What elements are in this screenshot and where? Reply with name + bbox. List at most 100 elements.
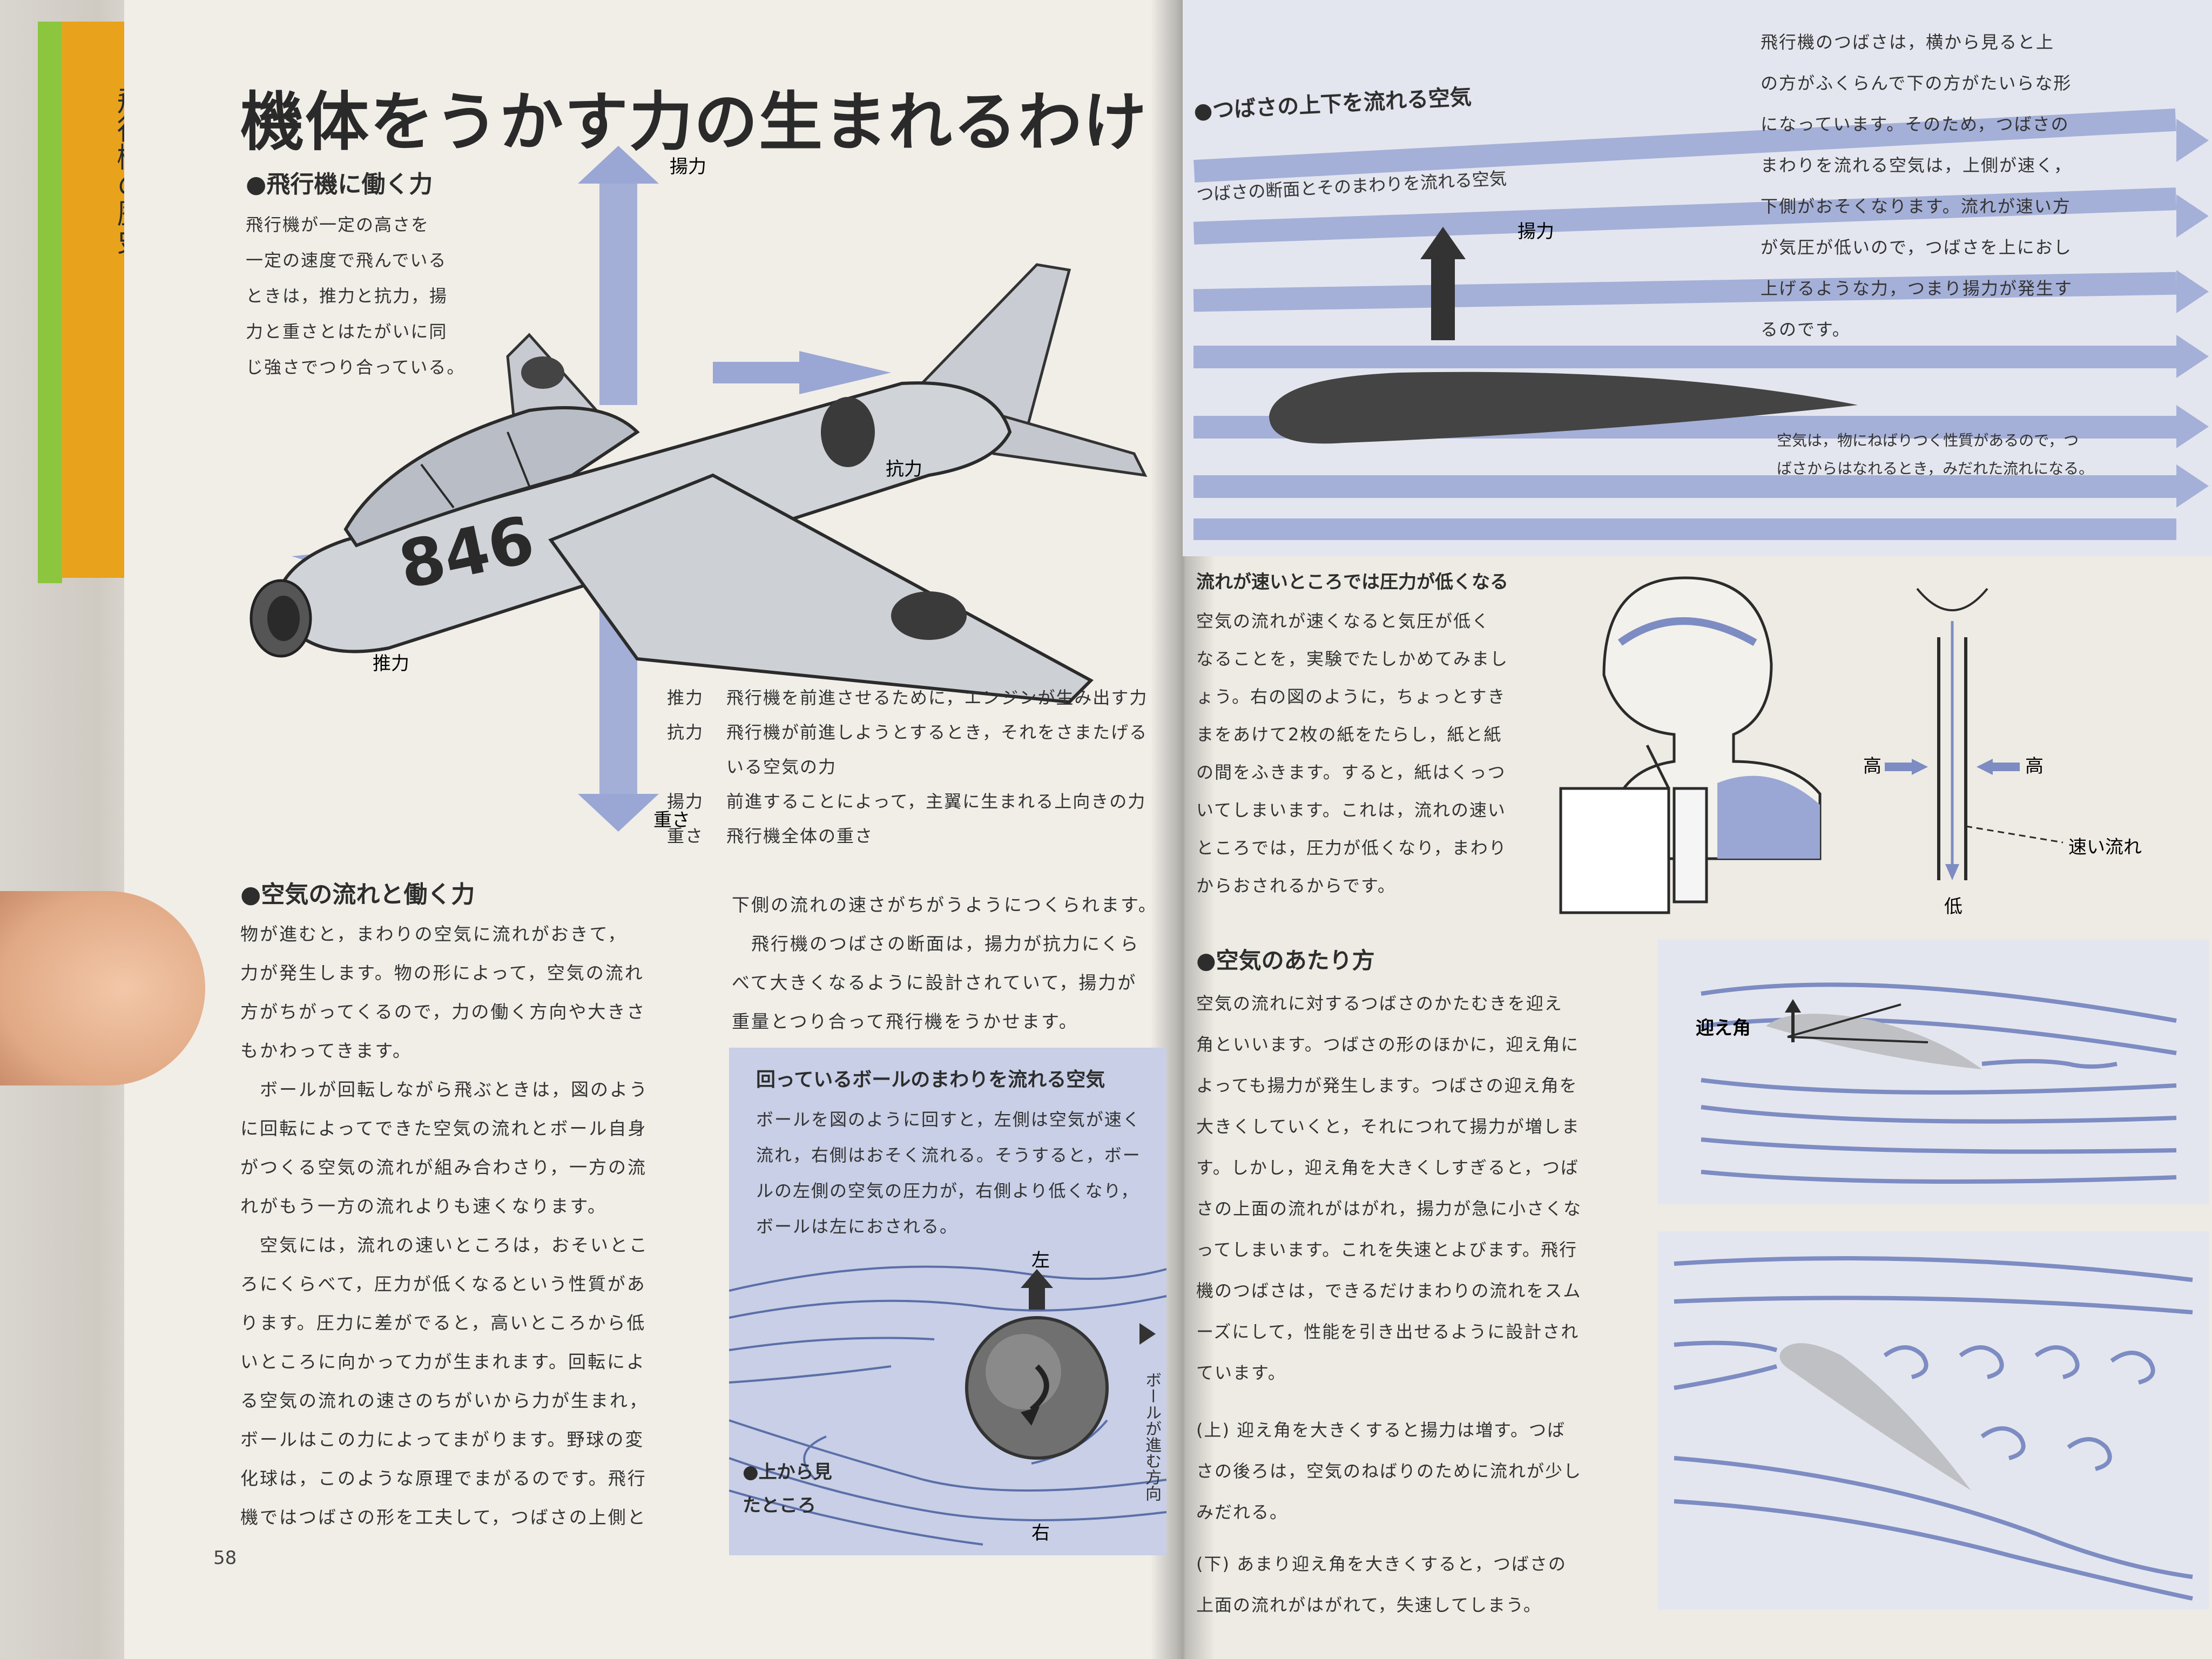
- angle-upper-diagram: 迎え角: [1696, 982, 2177, 1184]
- pressure-heading: 流れが速いところでは圧力が低くなる: [1196, 571, 1508, 593]
- forces-section: ●飛行機に働く力 飛行機が一定の高さを 一定の速度で飛んでいる ときは，推力と抗…: [246, 165, 494, 385]
- angle-lower-box: [1658, 1231, 2209, 1609]
- text-line: (下) あまり迎え角を大きくすると，つばさの: [1196, 1554, 1567, 1574]
- text-line: 機ではつばさの形を工夫して，つばさの上側と: [240, 1507, 647, 1528]
- text-line: ています。: [1196, 1363, 1286, 1383]
- text-line: に回転によってできた空気の流れとボール自身: [240, 1118, 648, 1139]
- label-thrust: 推力: [373, 653, 409, 675]
- text-line: いところに向かって力が生まれます。回転によ: [240, 1351, 646, 1372]
- text-line: 上げるような力，つまり揚力が発生す: [1761, 278, 2073, 299]
- ball-box-text: ボールを図のように回すと，左側は空気が速く 流れ，右側はおそく流れる。そうすると…: [756, 1102, 1156, 1244]
- text-line: ボールは左におされる。: [756, 1216, 959, 1237]
- text-line: 空気には，流れの速いところは，おそいとこ: [240, 1235, 649, 1256]
- angle-label: 迎え角: [1696, 1017, 1751, 1039]
- text-line: 化球は，このような原理でまがるのです。飛行: [240, 1468, 647, 1489]
- legend-row: いる空気の力: [726, 757, 837, 777]
- text-line: からおされるからです。: [1196, 875, 1396, 896]
- text-line: 下側の流れの速さがちがうようにつくられます。: [732, 894, 1158, 915]
- legend-row: 抗力飛行機が前進しようとするとき，それをさまたげる: [667, 722, 1148, 743]
- label-high-left: 高: [1863, 756, 1881, 777]
- text-line: みだれる。: [1196, 1502, 1289, 1522]
- text-line: よっても揚力が発生します。つばさの迎え角を: [1196, 1075, 1578, 1096]
- text-line: ボールはこの力によってまがります。野球の変: [240, 1429, 645, 1450]
- text-line: 空気の流れが速くなると気圧が低く: [1196, 611, 1491, 631]
- forces-line: 一定の速度で飛んでいる: [246, 250, 447, 271]
- text-line: ります。圧力に差がでると，高いところから低: [240, 1312, 646, 1333]
- text-line: 機のつばさは，できるだけまわりの流れをスム: [1196, 1280, 1582, 1301]
- text-line: ってしまいます。これを失速とよびます。飛行: [1196, 1239, 1578, 1260]
- forces-line: じ強さでつり合っている。: [246, 357, 466, 377]
- forces-line: ときは，推力と抗力，揚: [246, 286, 448, 306]
- legend-row: 重さ飛行機全体の重さ: [667, 826, 874, 846]
- airplane-illustration: 846 揚力 抗力 推力 重さ: [249, 146, 1148, 832]
- text-line: ーズにして，性能を引き出せるように設計され: [1196, 1321, 1580, 1342]
- forces-text: 飛行機が一定の高さを 一定の速度で飛んでいる ときは，推力と抗力，揚 力と重さと…: [246, 207, 494, 385]
- airflow-col2: 下側の流れの速さがちがうようにつくられます。 飛行機のつばさの断面は，揚力が抗力…: [732, 886, 1164, 1041]
- label-low: 低: [1944, 896, 1963, 918]
- angle-heading: ●空気のあたり方: [1196, 947, 1375, 974]
- label-lift: 揚力: [670, 156, 706, 178]
- label-fast-flow: 速い流れ: [2068, 837, 2142, 858]
- text-line: 角といいます。つばさの形のほかに，迎え角に: [1196, 1034, 1580, 1055]
- wing-note: 空気は，物にねばりつく性質があるので，つ ばさからはなれるとき，みだれた流れにな…: [1777, 427, 2198, 483]
- angle-lower-diagram: [1674, 1256, 2193, 1601]
- text-line: 空気は，物にねばりつく性質があるので，つ: [1777, 431, 2079, 449]
- text-line: がつくる空気の流れが組み合わさり，一方の流: [240, 1157, 648, 1178]
- text-line: 流れ，右側はおそく流れる。そうすると，ボー: [756, 1145, 1141, 1165]
- paper-experiment-illustration: 高 高 低 速い流れ: [1559, 576, 2142, 918]
- text-line: 飛行機のつばさの断面は，揚力が抗力にくら: [732, 933, 1140, 954]
- pressure-section: 流れが速いところでは圧力が低くなる 空気の流れが速くなると気圧が低く なることを…: [1196, 567, 1585, 905]
- upper-caption: (上) 迎え角を大きくすると揚力は増す。つば さの後ろは，空気のねばりのために流…: [1196, 1410, 1644, 1533]
- text-line: 方がちがってくるので，力の働く方向や大きさ: [240, 1001, 646, 1022]
- ball-caption: ●上から見たところ: [743, 1461, 832, 1516]
- text-line: まわりを流れる空気は，上側が速く，: [1761, 155, 2073, 176]
- lower-caption: (下) あまり迎え角を大きくすると，つばさの 上面の流れがはがれて，失速してしま…: [1196, 1543, 1644, 1626]
- ball-label-right: 右: [1031, 1522, 1050, 1544]
- forces-heading: ●飛行機に働く力: [246, 171, 433, 198]
- wing-intro: 飛行機のつばさは，横から見ると上 の方がふくらんで下の方がたいらな形 になってい…: [1761, 22, 2198, 350]
- text-line: さの上面の流れがはがれ，揚力が急に小さくな: [1196, 1198, 1582, 1219]
- text-line: 重量とつり合って飛行機をうかせます。: [732, 1011, 1078, 1032]
- text-line: ろにくらべて，圧力が低くなるという性質があ: [240, 1273, 646, 1294]
- page-title: 機体をうかす力の生まれるわけ: [240, 85, 1148, 159]
- text-line: 飛行機のつばさは，横から見ると上: [1761, 32, 2055, 52]
- legend-row: 推力飛行機を前進させるために，エンジンが生み出す力: [667, 687, 1148, 708]
- text-line: になっています。そのため，つばさの: [1761, 114, 2069, 134]
- angle-text: 空気の流れに対するつばさのかたむきを迎え 角といいます。つばさの形のほかに，迎え…: [1196, 983, 1644, 1393]
- force-legend: 推力飛行機を前進させるために，エンジンが生み出す力 抗力飛行機が前進しようとする…: [667, 680, 1164, 853]
- text-line: (上) 迎え角を大きくすると揚力は増す。つば: [1196, 1420, 1566, 1440]
- forces-line: 力と重さとはたがいに同: [246, 321, 448, 342]
- text-line: ルの左側の空気の圧力が，右側より低くなり，: [756, 1181, 1139, 1201]
- forces-line: 飛行機が一定の高さを: [246, 214, 430, 235]
- text-line: ボールが回転しながら飛ぶときは，図のよう: [240, 1079, 649, 1100]
- wing-label-lift: 揚力: [1518, 221, 1554, 242]
- ball-label-left: 左: [1031, 1250, 1050, 1271]
- text-line: が気圧が低いので，つばさを上におし: [1761, 237, 2072, 258]
- text-line: なることを，実験でたしかめてみまし: [1196, 649, 1509, 669]
- pressure-text: 空気の流れが速くなると気圧が低く なることを，実験でたしかめてみまし ょう。右の…: [1196, 602, 1585, 905]
- text-line: もかわってきます。: [240, 1040, 413, 1061]
- ball-diagram: 左 右: [729, 1250, 1166, 1546]
- text-line: 物が進むと，まわりの空気に流れがおきて，: [240, 923, 628, 945]
- label-drag: 抗力: [886, 458, 922, 480]
- text-line: いてしまいます。これは，流れの速い: [1196, 800, 1506, 820]
- text-line: ボールを図のように回すと，左側は空気が速く: [756, 1109, 1141, 1130]
- ball-direction-label: ボールが進む方向: [1142, 1372, 1161, 1501]
- angle-upper-box: 迎え角: [1658, 940, 2209, 1204]
- airflow-col1: 物が進むと，まわりの空気に流れがおきて， 力が発生します。物の形によって，空気の…: [240, 915, 689, 1537]
- text-line: れがもう一方の流れよりも速くなります。: [240, 1196, 608, 1217]
- text-line: 大きくしていくと，それにつれて揚力が増しま: [1196, 1116, 1580, 1137]
- ball-box-heading: 回っているボールのまわりを流れる空気: [756, 1069, 1105, 1091]
- text-line: す。しかし，迎え角を大きくしすぎると，つば: [1196, 1157, 1579, 1178]
- page-number: 58: [213, 1547, 237, 1569]
- ball-box: 回っているボールのまわりを流れる空気 ボールを図のように回すと，左側は空気が速く…: [729, 1048, 1166, 1555]
- text-line: 下側がおそくなります。流れが速い方: [1761, 196, 2071, 217]
- label-weight: 重さ: [653, 810, 690, 831]
- text-line: ばさからはなれるとき，みだれた流れになる。: [1777, 460, 2094, 477]
- text-line: べて大きくなるように設計されていて，揚力が: [732, 972, 1137, 993]
- thumb: [0, 891, 205, 1085]
- text-line: 力が発生します。物の形によって，空気の流れ: [240, 962, 644, 983]
- text-line: るのです。: [1761, 319, 1851, 340]
- angle-section: ●空気のあたり方 空気の流れに対するつばさのかたむきを迎え 角といいます。つばさ…: [1196, 942, 1644, 1626]
- text-line: 空気の流れに対するつばさのかたむきを迎え: [1196, 993, 1563, 1014]
